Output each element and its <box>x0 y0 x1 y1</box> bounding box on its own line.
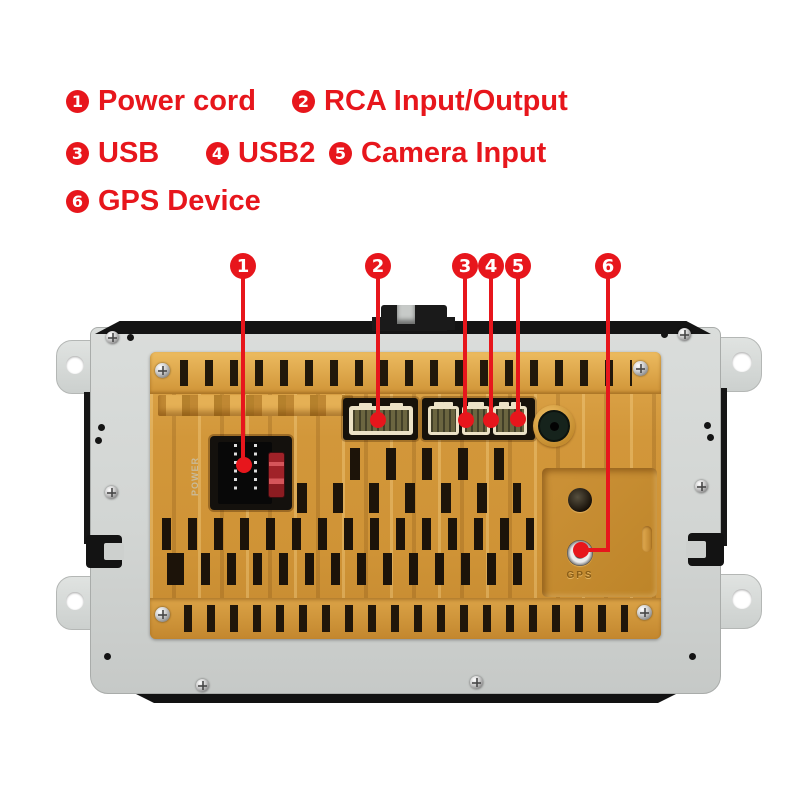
screw-gold-top-left <box>155 363 170 378</box>
callout-endpoint-1 <box>236 457 252 473</box>
callout-line-6-horizontal <box>580 548 610 552</box>
vent-field-center-row2 <box>297 483 521 513</box>
power-connector <box>218 442 272 504</box>
antenna-socket-pin <box>550 422 559 431</box>
antenna-socket <box>533 405 575 447</box>
callout-endpoint-3 <box>458 412 474 428</box>
rivet-dot <box>689 653 696 660</box>
callout-line-3 <box>463 276 467 422</box>
callout-endpoint-4 <box>483 412 499 428</box>
callout-marker-6: 6 <box>595 253 621 279</box>
screw-gold-bottom-right <box>637 605 652 620</box>
side-hook-right-notch <box>686 541 706 558</box>
power-pins-column-right <box>254 444 257 494</box>
gps-recess-notch <box>642 526 652 552</box>
screw-plate-top-right <box>678 328 691 341</box>
callout-line-4 <box>489 276 493 422</box>
screw-plate-mid-right <box>695 480 708 493</box>
gps-recess: GPS <box>542 468 657 597</box>
callout-marker-5: 5 <box>505 253 531 279</box>
mounting-ear-top-right <box>718 337 762 392</box>
callout-line-2 <box>376 276 380 422</box>
callout-endpoint-6 <box>573 542 589 558</box>
legend-item-usb: 3 USB <box>66 137 159 170</box>
legend-badge-6: 6 <box>66 190 89 213</box>
top-vent-slots <box>180 360 632 386</box>
rivet-dot <box>707 434 714 441</box>
callout-line-1 <box>241 276 245 467</box>
mounting-hole-bottom-right <box>732 589 752 609</box>
usb-connector <box>428 402 459 435</box>
rivet-dot <box>98 424 105 431</box>
mounting-ear-bottom-right <box>718 574 762 629</box>
legend-item-camera-input: 5 Camera Input <box>329 137 546 170</box>
vent-field-left-row1 <box>162 518 534 550</box>
vent-field-center-row1 <box>350 448 520 480</box>
legend-label-gps-device: GPS Device <box>98 185 261 217</box>
right-edge-trim <box>719 388 727 546</box>
legend-item-power-cord: 1 Power cord <box>66 85 256 118</box>
legend-item-usb2: 4 USB2 <box>206 137 315 170</box>
mounting-hole-top-left <box>66 356 84 374</box>
bottom-vent-slots <box>184 605 628 632</box>
bottom-vent-strip <box>150 598 661 639</box>
callout-endpoint-2 <box>370 412 386 428</box>
crenellation-tabs <box>158 395 353 416</box>
legend-item-gps-device: 6 GPS Device <box>66 185 261 218</box>
callout-line-6-vertical <box>606 276 610 552</box>
fuse-holder <box>268 452 285 498</box>
wifi-antenna-hole <box>568 488 592 512</box>
screw-plate-mid-left <box>105 486 118 499</box>
callout-marker-3: 3 <box>452 253 478 279</box>
legend-label-power-cord: Power cord <box>98 85 256 117</box>
vent-field-left-row2 <box>162 553 534 585</box>
gold-back-panel: POWER GPS <box>150 352 661 639</box>
power-connector-recess <box>210 436 292 510</box>
legend-label-camera-input: Camera Input <box>361 137 547 169</box>
screw-gold-top-right <box>633 361 648 376</box>
rivet-dot <box>127 334 134 341</box>
callout-endpoint-5 <box>510 411 526 427</box>
power-port-label: POWER <box>190 456 200 496</box>
gps-port-label: GPS <box>566 570 594 581</box>
legend-badge-4: 4 <box>206 142 229 165</box>
legend-badge-2: 2 <box>292 90 315 113</box>
screw-plate-bottom-right <box>470 676 483 689</box>
top-bracket-notch <box>397 305 415 324</box>
callout-marker-1: 1 <box>230 253 256 279</box>
mounting-ear-top-left <box>56 340 96 394</box>
screw-plate-top-left <box>106 331 119 344</box>
screw-gold-bottom-left <box>155 607 170 622</box>
legend-label-rca: RCA Input/Output <box>324 85 568 117</box>
legend-item-rca: 2 RCA Input/Output <box>292 85 568 118</box>
mounting-hole-bottom-left <box>66 592 84 610</box>
rivet-dot <box>661 331 668 338</box>
callout-marker-4: 4 <box>478 253 504 279</box>
rivet-dot <box>95 437 102 444</box>
rivet-dot <box>704 422 711 429</box>
side-hook-left-notch <box>104 543 124 560</box>
top-bracket-foot-right <box>446 317 455 330</box>
power-pins-column-left <box>234 444 237 494</box>
legend-label-usb2: USB2 <box>238 137 316 169</box>
screw-plate-bottom-left <box>196 679 209 692</box>
callout-marker-2: 2 <box>365 253 391 279</box>
callout-line-5 <box>516 276 520 421</box>
rivet-dot <box>104 653 111 660</box>
left-edge-trim <box>84 392 92 544</box>
legend-badge-1: 1 <box>66 90 89 113</box>
top-vent-strip <box>150 352 661 394</box>
legend-label-usb: USB <box>98 137 160 169</box>
legend-badge-5: 5 <box>329 142 352 165</box>
legend-badge-3: 3 <box>66 142 89 165</box>
mounting-hole-top-right <box>732 352 752 372</box>
mounting-ear-bottom-left <box>56 576 96 630</box>
